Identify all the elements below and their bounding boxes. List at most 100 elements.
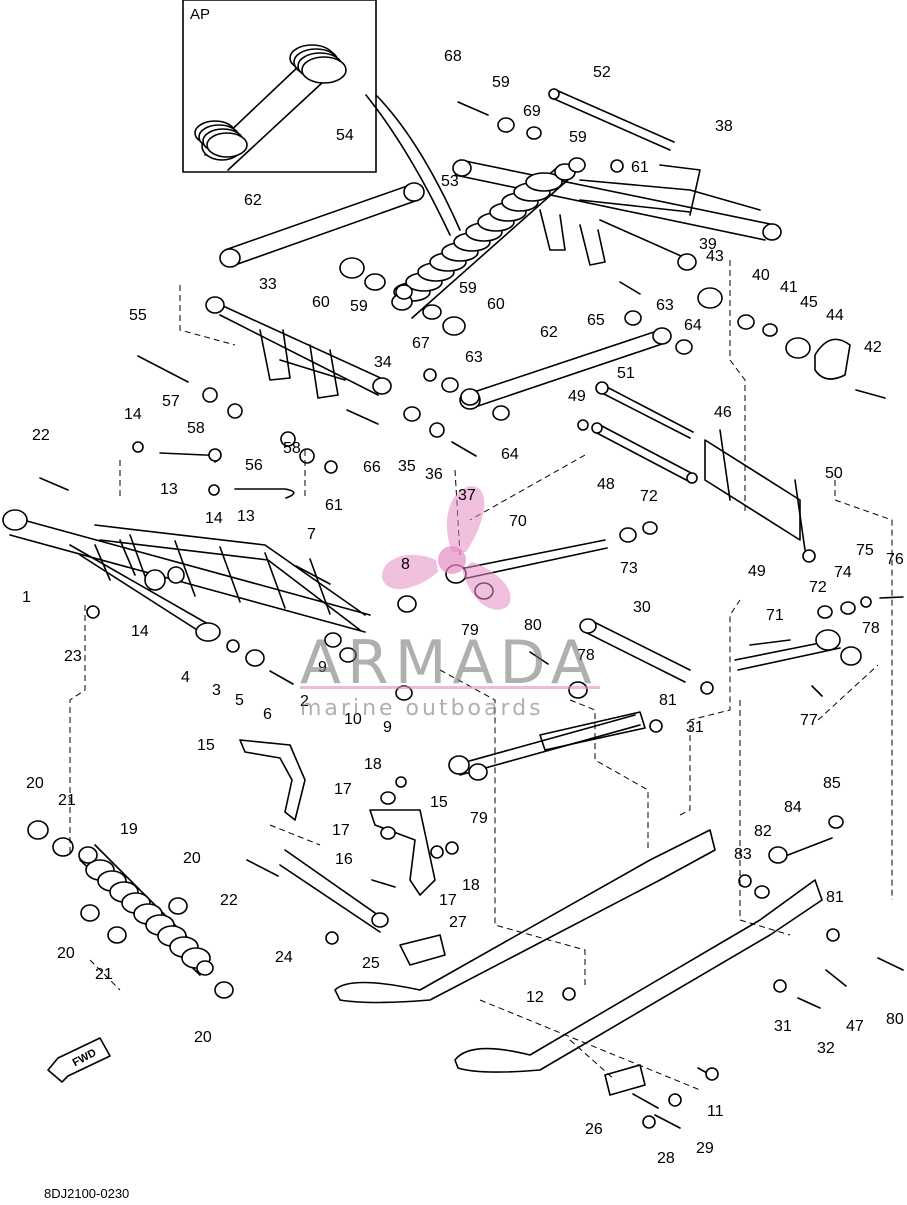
construct-line: [817, 664, 879, 721]
part-callout-49: 49: [748, 563, 766, 580]
part-callout-28: 28: [657, 1150, 675, 1167]
small-part: [649, 719, 663, 733]
plate-46: [704, 439, 801, 541]
part-callout-6: 6: [263, 706, 272, 723]
small-part: [754, 885, 770, 899]
bolt-shank: [855, 389, 886, 399]
construct-line: [179, 285, 236, 346]
arm-eye: [205, 296, 225, 314]
upper-arm: [209, 299, 386, 396]
small-part: [442, 316, 466, 336]
part-callout-39: 39: [699, 236, 717, 253]
arm-end: [2, 509, 28, 531]
bolt-shank: [787, 837, 833, 856]
bolt-shank: [877, 957, 904, 971]
small-part: [675, 339, 693, 355]
bolt-shank: [654, 1114, 681, 1129]
part-callout-72: 72: [640, 488, 658, 505]
small-part: [422, 304, 442, 320]
part-callout-67: 67: [412, 335, 430, 352]
part-callout-37: 37: [458, 487, 476, 504]
bolt-51: [599, 384, 694, 439]
part-callout-74: 74: [834, 564, 852, 581]
bolt-shank: [879, 596, 904, 599]
part-callout-9: 9: [318, 659, 327, 676]
part-callout-78: 78: [862, 620, 880, 637]
small-part: [840, 646, 862, 666]
part-callout-80: 80: [886, 1011, 904, 1028]
small-part: [339, 647, 357, 663]
boot-rib: [301, 56, 347, 84]
truss: [174, 540, 196, 597]
part-callout-70: 70: [509, 513, 527, 530]
bar-end: [686, 472, 698, 484]
center-shaft: [279, 849, 386, 933]
part-callout-59: 59: [459, 280, 477, 297]
part-callout-27: 27: [449, 914, 467, 931]
construct-line: [479, 999, 701, 1091]
bolt-shank: [457, 101, 489, 116]
part-callout-56: 56: [245, 457, 263, 474]
part-callout-52: 52: [593, 64, 611, 81]
part-callout-68: 68: [444, 48, 462, 65]
inset-box: [182, 0, 377, 173]
small-part: [817, 605, 833, 619]
small-part: [497, 117, 515, 133]
bolt-shank: [811, 685, 823, 697]
small-part: [397, 595, 417, 613]
small-part: [227, 403, 243, 419]
part-callout-14: 14: [131, 623, 149, 640]
part-callout-62: 62: [244, 192, 262, 209]
inset-leader: [365, 94, 451, 236]
part-callout-19: 19: [120, 821, 138, 838]
small-part: [80, 904, 100, 922]
arm-brace: [69, 544, 216, 636]
part-callout-72: 72: [809, 579, 827, 596]
part-callout-23: 23: [64, 648, 82, 665]
shaft-30: [584, 619, 691, 683]
part-callout-79: 79: [470, 810, 488, 827]
small-part: [380, 791, 396, 805]
small-part: [828, 815, 844, 829]
small-part: [697, 287, 723, 309]
small-part: [202, 387, 218, 403]
construct-line: [679, 599, 741, 816]
small-part: [324, 460, 338, 474]
bolt-shank: [137, 355, 189, 383]
small-part: [208, 484, 220, 496]
construct-line: [439, 669, 586, 985]
small-part: [214, 981, 234, 999]
small-part: [423, 368, 437, 382]
bolt-shank: [246, 859, 279, 877]
arm-71-eye: [815, 629, 841, 651]
rear-shock-eye: [196, 960, 214, 976]
damper-rod: [454, 714, 641, 776]
bar-48: [594, 424, 696, 483]
bolt-shank: [371, 879, 396, 888]
pushrod-end: [403, 182, 425, 202]
part-callout-50: 50: [825, 465, 843, 482]
small-part: [448, 755, 470, 775]
part-callout-77: 77: [800, 712, 818, 729]
part-callout-45: 45: [800, 294, 818, 311]
clip-26: [604, 1064, 646, 1096]
part-callout-15: 15: [430, 794, 448, 811]
small-part: [785, 337, 811, 359]
construct-line: [729, 260, 746, 515]
part-callout-82: 82: [754, 823, 772, 840]
part-callout-49: 49: [568, 388, 586, 405]
bar-52: [551, 89, 675, 151]
logo-blade: [446, 486, 485, 552]
small-part: [860, 596, 872, 608]
boot-rib: [206, 132, 248, 158]
part-callout-75: 75: [856, 542, 874, 559]
part-callout-12: 12: [526, 989, 544, 1006]
small-part: [429, 422, 445, 438]
bolt-shank: [346, 409, 379, 425]
bolt-shank: [269, 670, 294, 685]
bolt-shank: [451, 441, 477, 457]
part-callout-2: 2: [300, 693, 309, 710]
logo-underline: [300, 686, 600, 689]
part-callout-81: 81: [826, 889, 844, 906]
